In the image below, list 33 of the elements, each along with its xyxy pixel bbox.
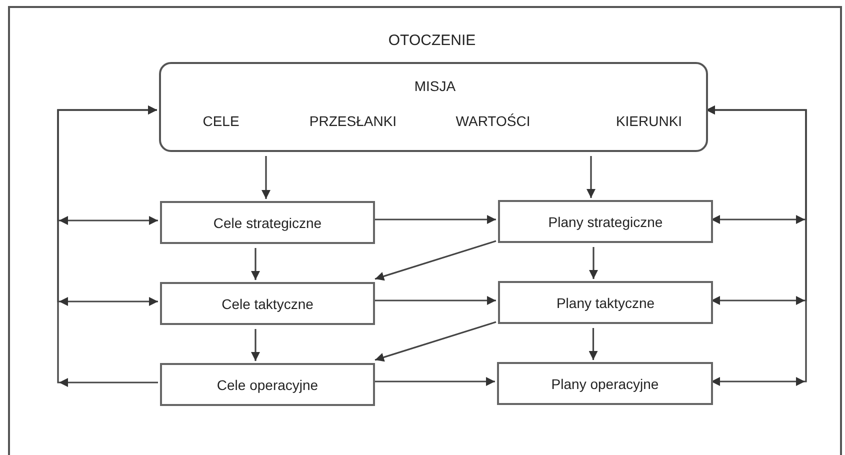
arrow bbox=[588, 328, 598, 360]
process-box bbox=[497, 362, 713, 405]
mission-item: CELE bbox=[202, 113, 240, 129]
box-label: Plany strategiczne bbox=[548, 214, 663, 230]
mission-item: WARTOŚCI bbox=[456, 113, 530, 129]
process-box bbox=[160, 282, 375, 325]
mission-item: KIERUNKI bbox=[616, 113, 682, 129]
mission-box bbox=[159, 62, 708, 152]
box-label: Cele operacyjne bbox=[216, 376, 318, 392]
box-label: Plany operacyjne bbox=[551, 376, 659, 392]
mission-item: PRZESŁANKI bbox=[309, 113, 397, 129]
box-label: Cele taktyczne bbox=[222, 296, 314, 312]
arrow bbox=[251, 248, 260, 280]
arrow bbox=[374, 321, 496, 362]
arrow bbox=[262, 156, 270, 199]
box-label: Plany taktyczne bbox=[556, 294, 655, 310]
arrow bbox=[251, 329, 260, 361]
arrow bbox=[374, 240, 496, 281]
arrow bbox=[373, 215, 496, 224]
frame-title: OTOCZENIE bbox=[388, 32, 476, 49]
arrow bbox=[57, 106, 158, 384]
process-box bbox=[160, 201, 375, 244]
process-box bbox=[160, 363, 375, 406]
environment-frame bbox=[8, 6, 842, 455]
process-box bbox=[498, 281, 713, 324]
arrow bbox=[706, 106, 807, 386]
arrow bbox=[589, 247, 598, 279]
arrow bbox=[373, 377, 495, 386]
arrow bbox=[586, 156, 596, 198]
box-title: MISJA bbox=[414, 78, 456, 94]
arrow bbox=[373, 296, 496, 305]
process-box bbox=[498, 200, 713, 243]
box-label: Cele strategiczne bbox=[213, 214, 322, 230]
